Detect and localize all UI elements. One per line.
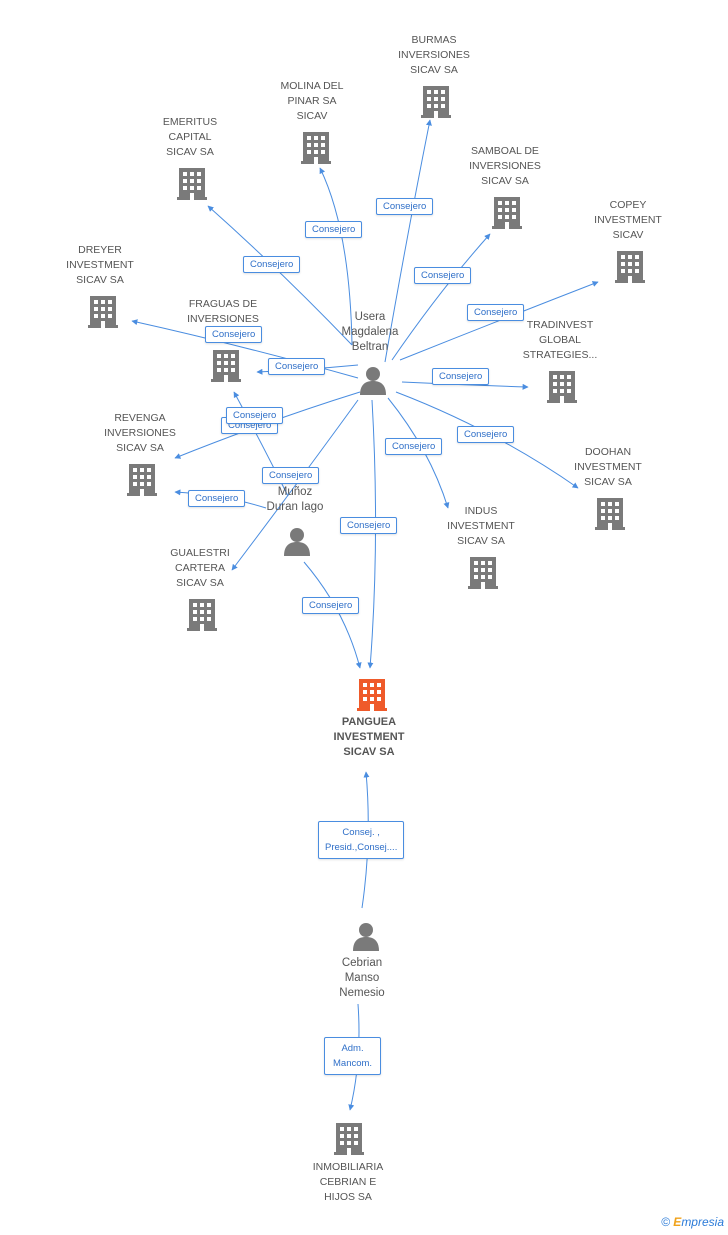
building-icon[interactable] [467,555,499,589]
building-icon[interactable] [210,348,242,382]
person-icon[interactable] [358,365,388,395]
edge-label-consejero[interactable]: Consejero [305,221,363,238]
company-label-dreyer[interactable]: DREYER INVESTMENT SICAV SA [66,244,134,286]
copyright-symbol: © [661,1215,670,1229]
empresia-logo[interactable]: © Empresia [661,1215,724,1229]
edge-label-consejero[interactable]: Consejero [205,326,263,343]
company-label-doohan[interactable]: DOOHAN INVESTMENT SICAV SA [574,446,642,488]
company-label-gualestri[interactable]: GUALESTRI CARTERA SICAV SA [170,547,230,589]
edge-label-consejero[interactable]: Consejero [262,467,320,484]
building-icon[interactable] [333,1121,365,1155]
building-icon[interactable] [186,597,218,631]
edge-label-consejero[interactable]: Consejero [385,438,443,455]
edge-munoz-panguea [303,561,362,669]
edge-usera-panguea [367,399,377,669]
brand-initial: E [673,1215,682,1229]
company-label-copey[interactable]: COPEY INVESTMENT SICAV [594,199,662,241]
edge-label-consejero[interactable]: Consejero [302,597,360,614]
company-label-samboal[interactable]: SAMBOAL DE INVERSIONES SICAV SA [469,145,541,187]
edge-label-consejero[interactable]: Consejero [432,368,490,385]
person-label-usera[interactable]: Usera Magdalena Beltran [341,311,399,353]
company-label-revenga[interactable]: REVENGA INVERSIONES SICAV SA [104,412,176,454]
building-icon[interactable] [594,496,626,530]
edge-label-consejero[interactable]: Consejero [226,407,284,424]
building-icon[interactable] [614,249,646,283]
edge-usera-burmas [384,119,432,363]
building-icon[interactable] [176,166,208,200]
building-icon[interactable] [546,369,578,403]
edge-usera-samboal [391,233,491,361]
brand-name: mpresia [681,1215,724,1229]
main-company-icon[interactable] [356,677,388,711]
edge-label-consejero[interactable]: Consejero [268,358,326,375]
edge-label-consejero[interactable]: Consejero [243,256,301,273]
building-icon[interactable] [491,195,523,229]
edge-label-consejero[interactable]: Consejero [188,490,246,507]
edge-usera-molina [319,167,353,346]
company-label-emeritus[interactable]: EMERITUS CAPITAL SICAV SA [162,116,218,158]
company-label-burmas[interactable]: BURMAS INVERSIONES SICAV SA [398,34,470,76]
person-icon[interactable] [282,526,312,556]
edge-label-consejero[interactable]: Consejero [467,304,525,321]
person-label-munoz[interactable]: Muñoz Duran Iago [266,486,324,513]
main-company-label[interactable]: PANGUEA INVESTMENT SICAV SA [333,716,405,758]
edge-label-consejero[interactable]: Consejero [340,517,398,534]
edge-label-adm-mancom[interactable]: Adm. Mancom. [324,1037,382,1075]
building-icon[interactable] [420,84,452,118]
edge-usera-dreyer [131,319,359,379]
person-icon[interactable] [351,921,381,951]
edge-munoz-fraguas [233,391,289,497]
building-icon[interactable] [87,294,119,328]
person-label-cebrian[interactable]: Cebrian Manso Nemesio [339,957,385,999]
edge-label-consejero[interactable]: Consejero [457,426,515,443]
company-label-indus[interactable]: INDUS INVESTMENT SICAV SA [447,505,515,547]
edge-label-consejero[interactable]: Consejero [414,267,472,284]
building-icon[interactable] [126,462,158,496]
company-label-tradinvest[interactable]: TRADINVEST GLOBAL STRATEGIES... [522,319,598,361]
company-label-inmobiliaria[interactable]: INMOBILIARIA CEBRIAN E HIJOS SA [312,1161,384,1203]
edge-label-consej-presid[interactable]: Consej. , Presid.,Consej.... [318,821,405,859]
company-label-molina[interactable]: MOLINA DEL PINAR SA SICAV [280,80,344,122]
edge-label-consejero[interactable]: Consejero [376,198,434,215]
building-icon[interactable] [300,130,332,164]
